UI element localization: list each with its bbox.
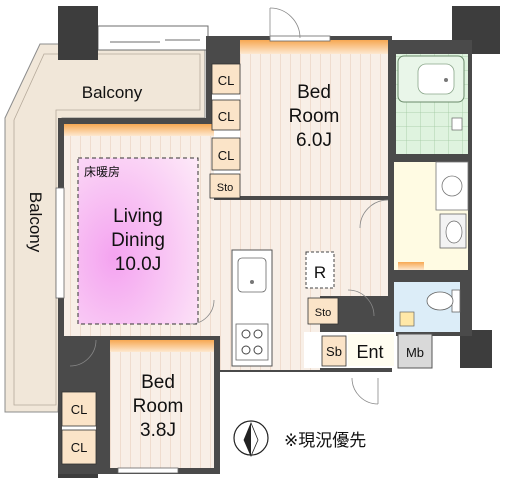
living-label-dining: Dining — [111, 230, 165, 251]
entrance-label: Ent — [356, 342, 383, 362]
railing-top — [97, 25, 209, 51]
bedroom-2-label-size: 3.8J — [140, 420, 176, 441]
closet-label-1: CL — [218, 73, 235, 88]
washing-machine-icon — [435, 161, 469, 211]
floor-heating-area — [77, 157, 199, 325]
closets — [61, 63, 347, 465]
closet-label-5: CL — [71, 440, 88, 455]
storage-label-1: Sto — [217, 182, 234, 194]
shoe-box-label: Sb — [326, 344, 342, 359]
closet-label-2: CL — [218, 109, 235, 124]
column-top-left — [58, 6, 98, 60]
current-condition-note: ※現況優先 — [284, 431, 366, 451]
floor-heating-label: 床暖房 — [84, 164, 120, 179]
stove-icon — [235, 323, 269, 361]
closet-label-4: CL — [71, 402, 88, 417]
washroom — [388, 158, 472, 274]
living-label-size: 10.0J — [115, 254, 161, 275]
bedroom-2-label-room: Room — [133, 396, 184, 417]
meter-box-label: Mb — [406, 345, 424, 360]
refrigerator-label: R — [314, 263, 326, 282]
bedroom-1-label-room: Room — [289, 106, 340, 127]
bedroom-2-label-bed: Bed — [141, 372, 175, 393]
kitchen — [231, 249, 273, 367]
bedroom-1-label-size: 6.0J — [296, 130, 332, 151]
bedroom-1-label-bed: Bed — [297, 82, 331, 103]
living-room — [58, 118, 214, 340]
balcony-left-label: Balcony — [26, 192, 45, 253]
balcony-top-label: Balcony — [82, 83, 143, 102]
living-label-living: Living — [113, 206, 163, 227]
closet-label-3: CL — [218, 148, 235, 163]
toilet-room — [388, 274, 472, 336]
bedroom-1 — [206, 36, 392, 200]
sink-icon — [237, 257, 267, 293]
column-right-mid — [460, 330, 492, 368]
refrigerator-space — [305, 251, 335, 289]
compass-icon — [233, 420, 269, 457]
toilet-icon — [426, 289, 461, 313]
door-swings — [69, 7, 389, 405]
storage-label-2: Sto — [315, 307, 332, 319]
window-living — [55, 187, 65, 299]
bathroom — [392, 40, 472, 158]
window-bedroom-2 — [117, 467, 179, 474]
